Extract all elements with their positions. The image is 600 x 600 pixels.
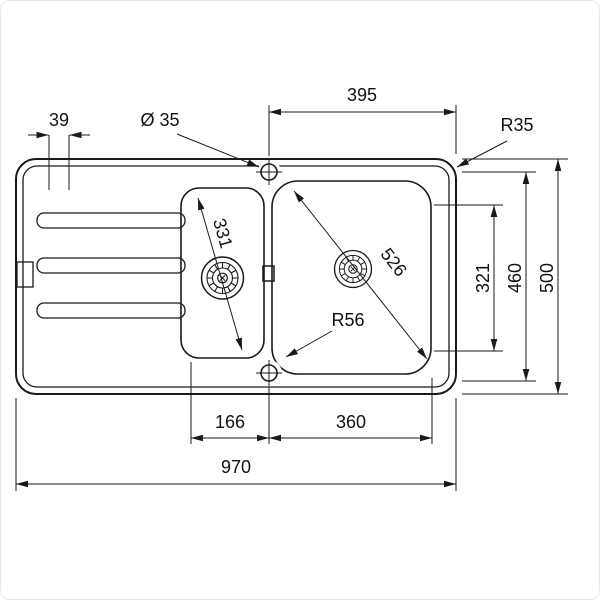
dim-label-offset-left: 39: [49, 110, 69, 130]
drainboard-groove: [36, 212, 186, 229]
extension-lines: [268, 105, 457, 156]
dim-bowl-inner-depth: [434, 204, 503, 352]
extension-lines: [462, 158, 568, 395]
leader-line-bowl-radius: [285, 330, 333, 358]
dim-small-bowl-diagonal-line: [197, 197, 243, 351]
sink-outer-outline: [15, 158, 457, 395]
dim-tap-span-depth: [462, 171, 536, 382]
leader-line-tap-hole: [176, 133, 260, 168]
dim-label-large-bowl-width: 360: [336, 412, 366, 432]
dim-small-bowl-width: [190, 362, 270, 444]
sink-inner-rim: [22, 165, 450, 388]
drainboard-groove: [36, 302, 186, 319]
dim-bowl-top-width: [268, 105, 457, 156]
dim-label-overall-width: 970: [221, 457, 251, 477]
dim-label-large-bowl-diagonal: 526: [377, 244, 411, 280]
dim-label-tap-hole-diameter: Ø 35: [140, 110, 179, 130]
overflow-plate-left: [16, 261, 34, 288]
small-bowl-drain: [200, 256, 245, 300]
drainboard-groove: [36, 257, 186, 274]
dim-label-small-bowl-diagonal: 331: [209, 216, 237, 250]
dim-label-overall-depth: 500: [537, 263, 557, 293]
dimensions: [15, 105, 568, 491]
extension-lines: [190, 362, 270, 444]
dim-label-corner-radius-bowl: R56: [331, 310, 364, 330]
drainboard: [16, 212, 186, 319]
divider-overflow: [262, 265, 275, 282]
large-bowl-outline: [271, 180, 432, 375]
extension-lines: [15, 398, 457, 491]
dim-label-bowl-top-width: 395: [347, 85, 377, 105]
dimension-labels: 39 Ø 35 395 R35 331 526 321 460 500 R56 …: [49, 85, 557, 477]
leader-line-corner-radius: [456, 140, 508, 168]
tap-hole-top: [255, 158, 283, 186]
small-bowl-outline: [180, 187, 265, 359]
dim-label-corner-radius-outer: R35: [500, 115, 533, 135]
dim-label-small-bowl-width: 166: [215, 412, 245, 432]
dim-label-tap-span-depth: 460: [505, 263, 525, 293]
sink-body: [15, 158, 457, 395]
dim-label-bowl-inner-depth: 321: [473, 263, 493, 293]
dim-offset-left: [28, 131, 90, 190]
extension-lines: [48, 135, 70, 190]
dim-large-bowl-diagonal-line: [293, 190, 428, 360]
dim-overall-width: [15, 398, 457, 491]
dim-large-bowl-width: [269, 378, 433, 444]
dim-overall-depth: [462, 158, 568, 395]
